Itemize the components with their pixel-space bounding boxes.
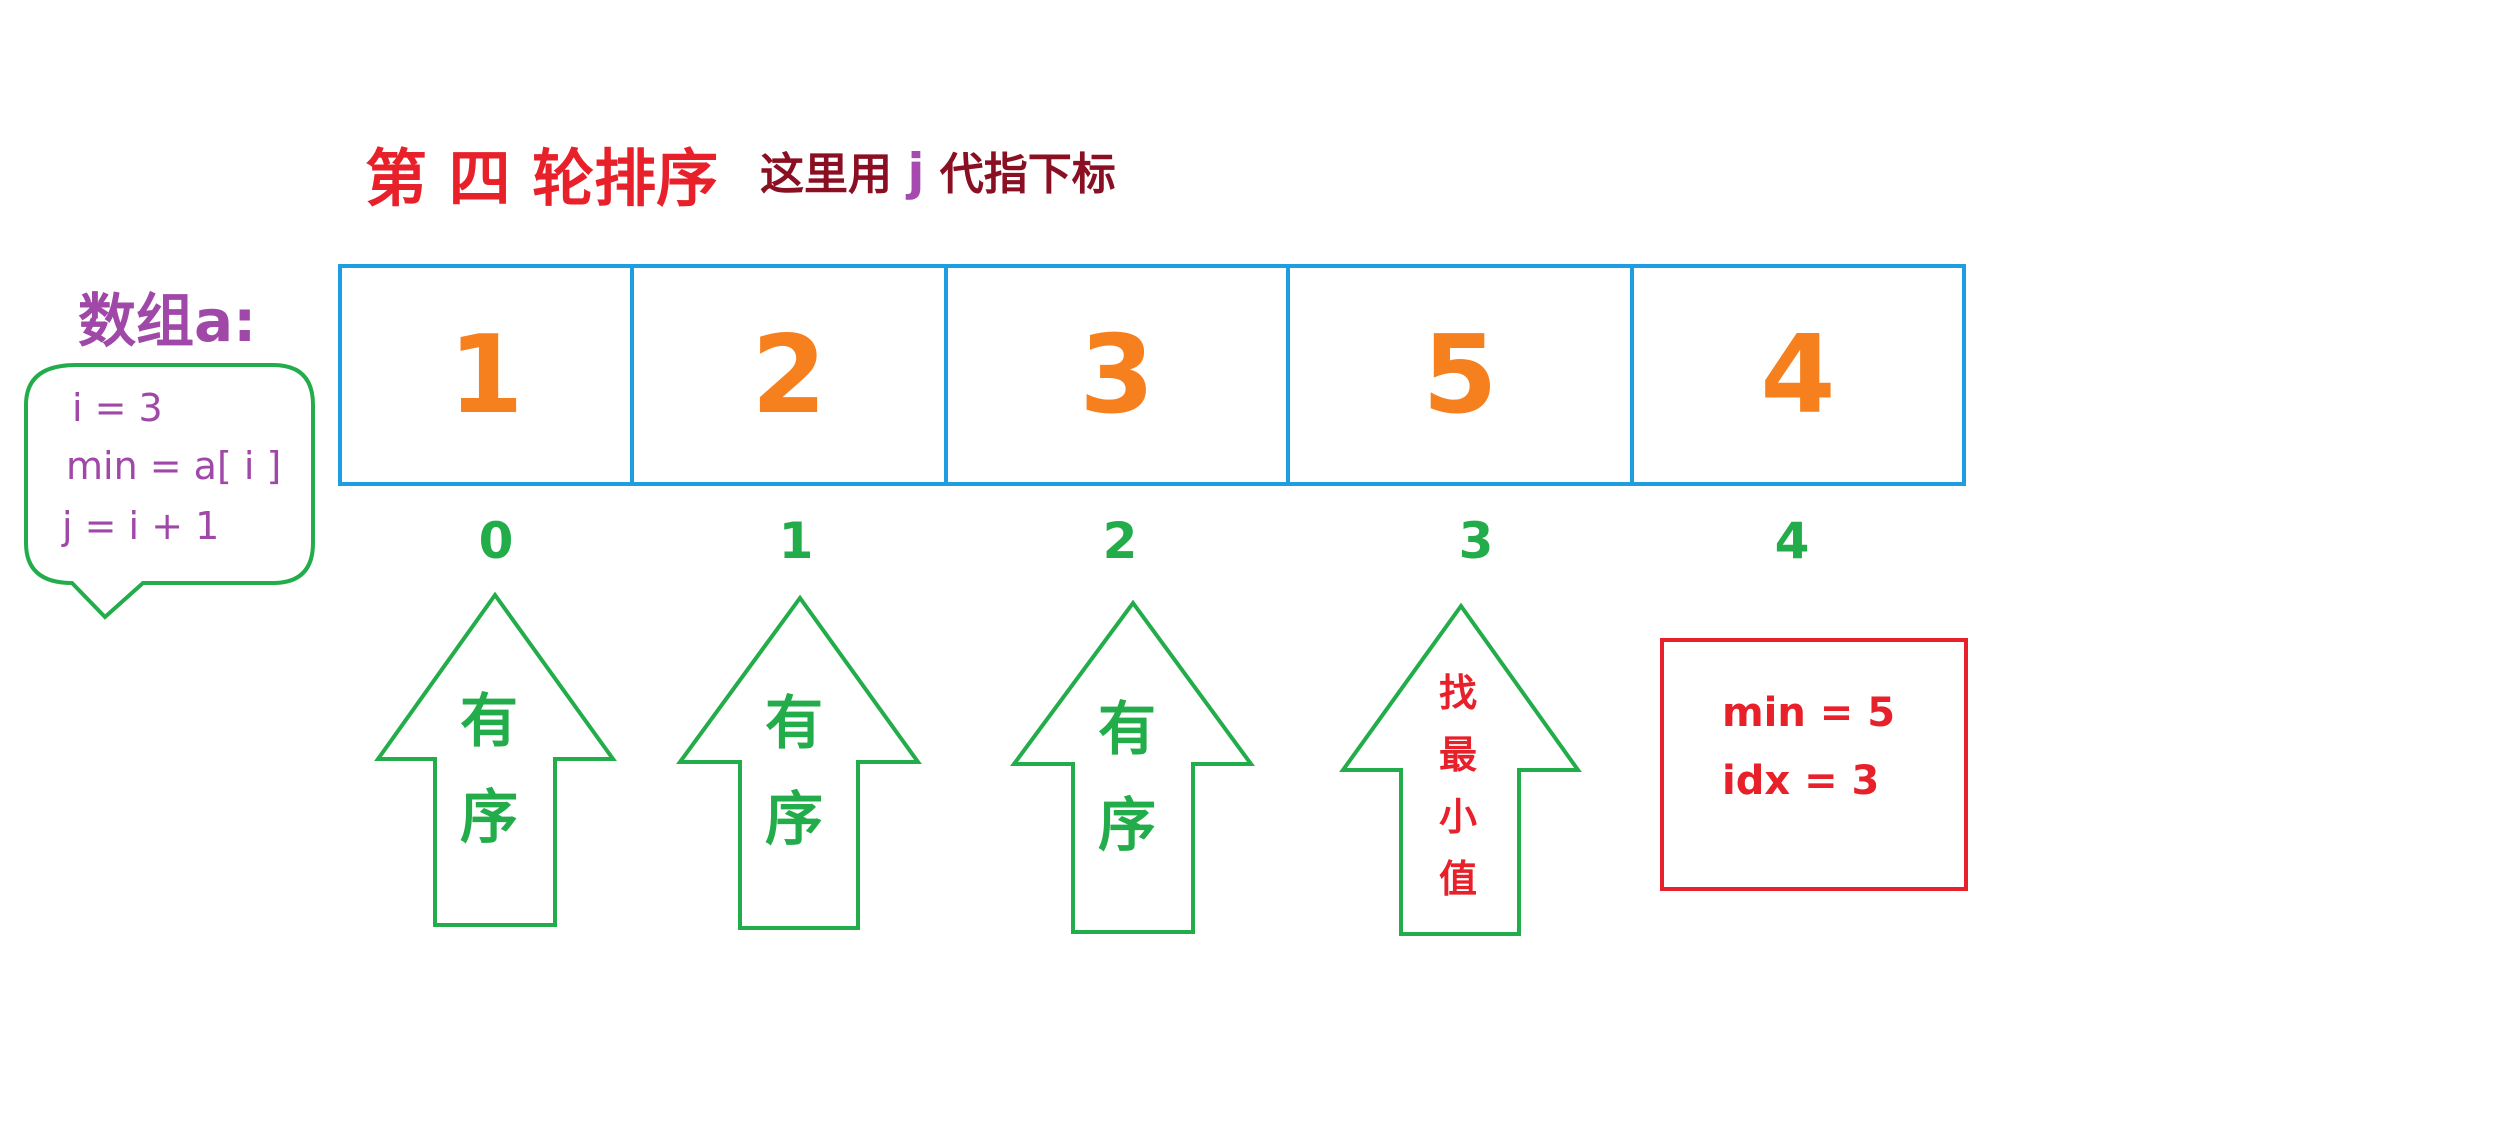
array-index-3: 3 <box>1458 512 1494 570</box>
arrow-ordered-0 <box>374 591 617 927</box>
arrow-3-line-1: 最 <box>1438 733 1477 777</box>
array-value-2: 3 <box>1079 312 1155 438</box>
min-value-line: min = 5 <box>1722 690 1896 736</box>
page-title: 第 四 轮排序 <box>365 142 719 215</box>
arrow-2-line-1: 序 <box>1097 791 1156 859</box>
bubble-line-min: min = a[ i ] <box>66 444 282 488</box>
array-label: 数组a: <box>78 287 257 355</box>
array-index-4: 4 <box>1774 512 1810 570</box>
array-index-1: 1 <box>778 512 814 570</box>
array-cell-0: 1 <box>338 264 634 486</box>
speech-bubble-outline <box>24 363 315 620</box>
arrow-0-line-0: 有 <box>459 687 518 755</box>
array-value-0: 1 <box>448 312 524 438</box>
array-value-1: 2 <box>751 312 827 438</box>
subtitle-before: 这里用 <box>760 149 908 200</box>
arrow-ordered-2 <box>1010 599 1255 934</box>
subtitle: 这里用 j 代指下标 <box>760 138 1116 202</box>
array-cell-4: 4 <box>1630 264 1966 486</box>
arrow-ordered-1 <box>676 594 922 930</box>
arrow-1-line-1: 序 <box>764 785 823 853</box>
subtitle-var: j <box>907 143 925 201</box>
bubble-line-i: i = 3 <box>72 386 163 430</box>
arrow-findmin <box>1339 602 1582 936</box>
arrow-3-line-3: 值 <box>1438 857 1477 901</box>
subtitle-after: 代指下标 <box>924 149 1116 200</box>
arrow-3-line-0: 找 <box>1438 671 1477 715</box>
array-value-4: 4 <box>1760 312 1836 438</box>
min-info-box <box>1660 638 1968 891</box>
bubble-line-j: j = i + 1 <box>62 504 220 548</box>
idx-value-line: idx = 3 <box>1722 758 1880 804</box>
array-index-0: 0 <box>478 512 514 570</box>
array-value-3: 5 <box>1422 312 1498 438</box>
arrow-0-line-1: 序 <box>459 783 518 851</box>
arrow-1-line-0: 有 <box>764 689 823 757</box>
arrow-2-line-0: 有 <box>1097 695 1156 763</box>
array-index-2: 2 <box>1102 512 1138 570</box>
arrow-3-line-2: 小 <box>1438 795 1477 839</box>
